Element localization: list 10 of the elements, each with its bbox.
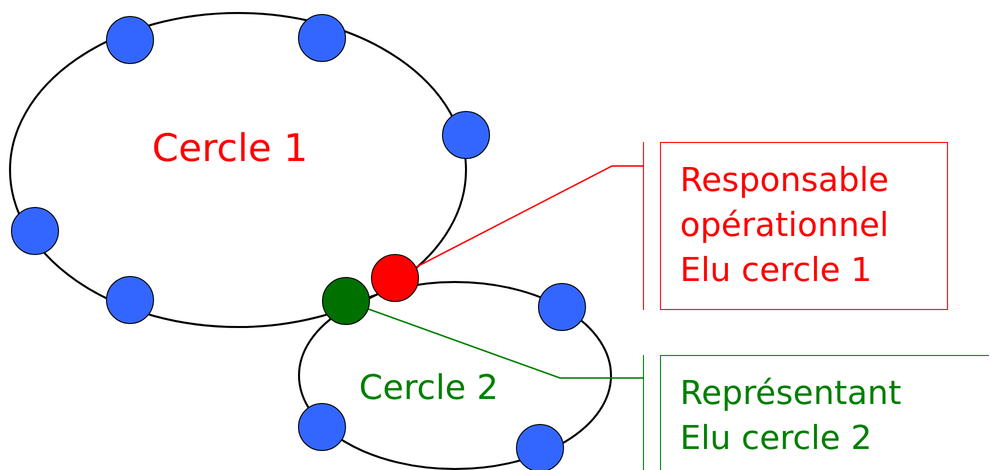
callout-label: Représentant Elu cercle 2 — [660, 355, 989, 470]
leader-line — [368, 308, 643, 379]
callout-label: Responsable opérationnel Elu cercle 1 — [660, 142, 948, 310]
member-circle — [442, 111, 490, 159]
group-label: Cercle 2 — [359, 371, 498, 405]
group-label: Cercle 1 — [152, 129, 308, 167]
member-circle — [516, 424, 564, 470]
member-circle — [298, 403, 346, 451]
leader-line — [416, 165, 643, 268]
member-circle — [538, 283, 586, 331]
